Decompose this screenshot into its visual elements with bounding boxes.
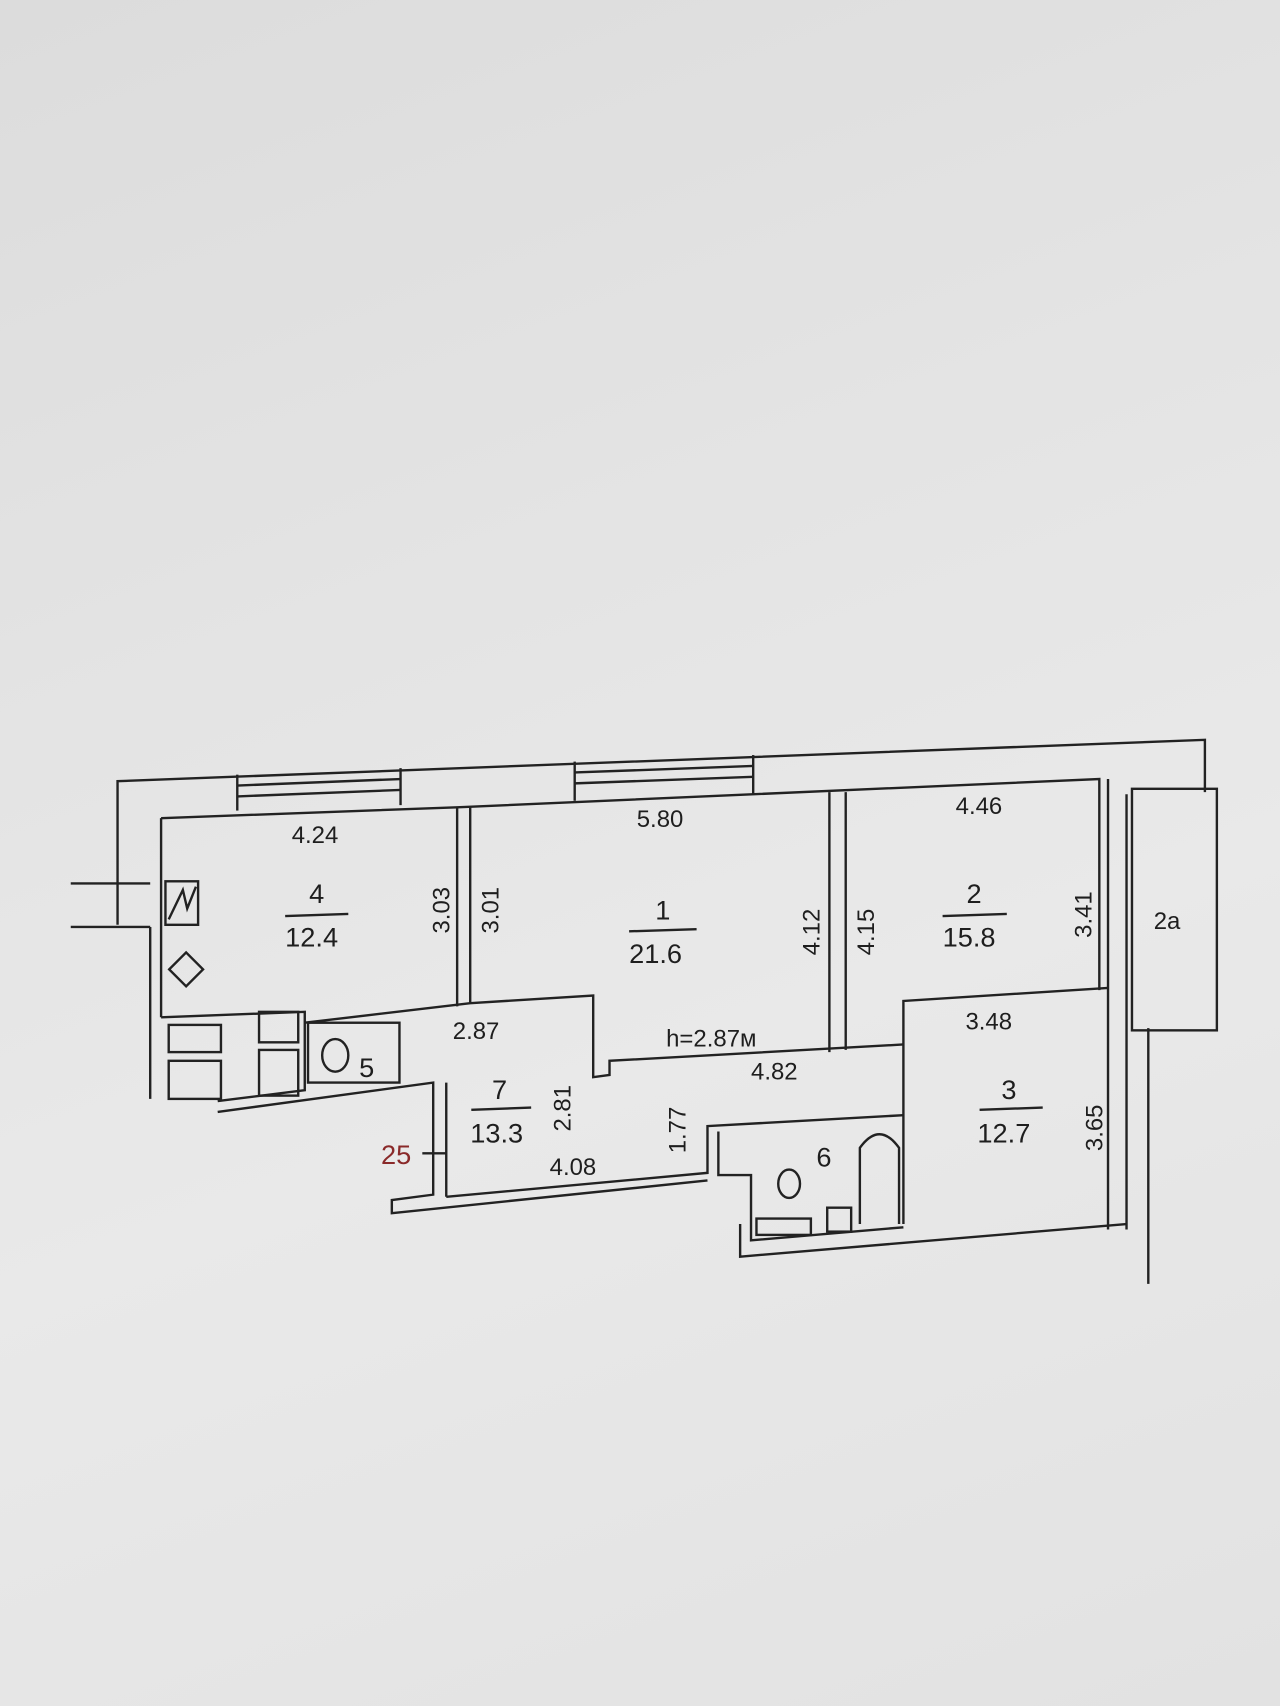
room3-area: 12.7 bbox=[977, 1117, 1030, 1148]
room2-area: 15.8 bbox=[943, 922, 996, 953]
dim-room7-width-bottom: 4.08 bbox=[550, 1154, 597, 1181]
dim-room1-depth-right: 4.12 bbox=[799, 909, 826, 956]
toilet-icon-2 bbox=[777, 1168, 802, 1200]
balcony-2a bbox=[1130, 787, 1219, 1032]
dim-room1-width: 5.80 bbox=[637, 806, 684, 833]
labels: 4.24 4 12.4 3.03 3.01 5.80 1 21.6 4.12 4… bbox=[285, 793, 1181, 1181]
toilet-icon bbox=[320, 1037, 350, 1073]
room2-number: 2 bbox=[967, 878, 982, 909]
dim-room7-width-top: 2.87 bbox=[453, 1018, 500, 1045]
boiler-icon bbox=[826, 1206, 853, 1233]
dim-room4-width: 4.24 bbox=[292, 822, 339, 849]
dim-room3-depth: 3.65 bbox=[1082, 1105, 1109, 1152]
dim-room2-depth-right: 3.41 bbox=[1071, 891, 1098, 938]
gas-meter-icon bbox=[167, 950, 205, 989]
window-room4 bbox=[236, 768, 402, 811]
room7-number: 7 bbox=[492, 1074, 507, 1105]
room7-area: 13.3 bbox=[470, 1117, 523, 1148]
apartment-number: 25 bbox=[381, 1139, 411, 1170]
room3-number: 3 bbox=[1001, 1074, 1016, 1105]
dim-room3-width: 3.48 bbox=[965, 1008, 1012, 1035]
stove-icon bbox=[164, 880, 200, 927]
wc-room-5 bbox=[306, 1021, 401, 1084]
room1-area: 21.6 bbox=[629, 938, 682, 969]
bathtub-icon bbox=[858, 1133, 901, 1225]
balcony-label: 2а bbox=[1154, 908, 1181, 935]
room1-number: 1 bbox=[655, 894, 670, 925]
room5-number: 5 bbox=[359, 1052, 374, 1083]
dim-room7-depth: 2.81 bbox=[549, 1085, 576, 1132]
room6-number: 6 bbox=[816, 1141, 831, 1172]
dim-room4-depth: 3.03 bbox=[429, 887, 456, 934]
walls bbox=[70, 738, 1219, 1284]
ceiling-height: h=2.87м bbox=[666, 1026, 756, 1053]
dim-room2-width: 4.46 bbox=[956, 793, 1003, 820]
window-room1 bbox=[573, 755, 755, 801]
dim-corridor-length: 4.82 bbox=[751, 1058, 798, 1085]
dim-room1-depth-left: 3.01 bbox=[477, 887, 504, 934]
room4-number: 4 bbox=[309, 878, 324, 909]
dim-corridor-width: 1.77 bbox=[665, 1107, 692, 1154]
dim-room2-depth-left: 4.15 bbox=[853, 909, 880, 956]
room4-area: 12.4 bbox=[285, 922, 338, 953]
